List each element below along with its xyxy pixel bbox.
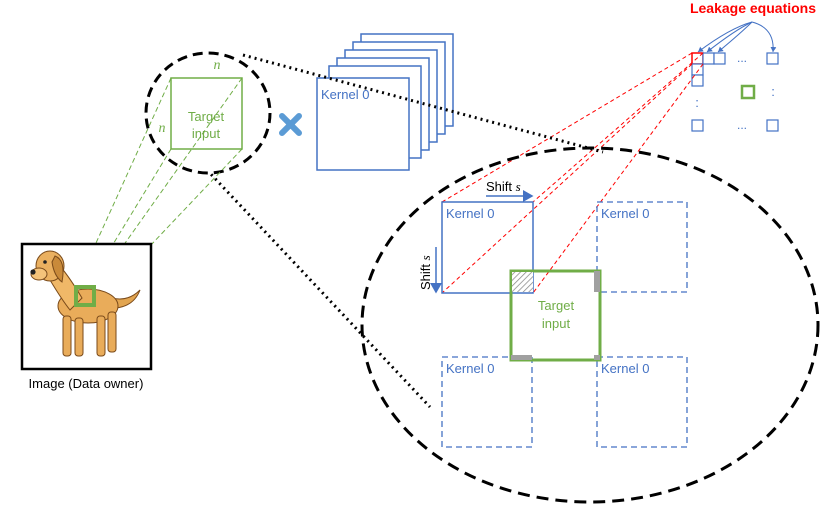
red-projection-lines <box>441 52 704 294</box>
kernel-front <box>316 77 410 171</box>
grid-cell <box>702 52 715 65</box>
overlap-gray-marks <box>511 271 600 360</box>
kernel-bottom-right <box>596 356 688 448</box>
kernel-stack <box>316 33 454 171</box>
kernel-label-tl: Kernel 0 <box>446 206 494 221</box>
zoom-circle-large <box>360 146 820 504</box>
dim-n-top: n <box>214 58 221 73</box>
shifted-kernels <box>441 201 688 448</box>
kernel-stack-label: Kernel 0 <box>321 87 369 102</box>
shift-h-label: Shift s <box>486 179 521 194</box>
overlap-hatch <box>512 272 533 292</box>
shift-v-label: Shift s <box>418 255 433 290</box>
zoom-circle-small <box>144 51 272 175</box>
kernel-label-br: Kernel 0 <box>601 361 649 376</box>
target-input-large <box>509 269 602 362</box>
kernel-label-bl: Kernel 0 <box>446 361 494 376</box>
target-small-line2: input <box>192 126 221 141</box>
leakage-equations-title: Leakage equations <box>690 0 816 16</box>
multiply-icon <box>279 113 302 136</box>
target-input-small <box>170 77 243 150</box>
grid-cell-target <box>740 84 756 100</box>
grid-cell <box>691 119 704 132</box>
grid-cell <box>766 119 779 132</box>
grid-cell <box>766 52 779 65</box>
target-large-line2: input <box>542 316 571 331</box>
grid-cell <box>713 52 726 65</box>
kernel-bottom-left <box>441 356 533 448</box>
grid-cell <box>691 74 704 87</box>
output-grid <box>691 52 779 132</box>
grid-ellipsis-bottom: ... <box>737 118 747 132</box>
dog-image <box>30 250 141 357</box>
grid-ellipsis-top: ... <box>737 51 747 65</box>
dog-target-box <box>74 285 96 307</box>
target-large-line1: Target <box>538 298 575 313</box>
leakage-arrows <box>697 21 777 53</box>
grid-ellipsis-left: : <box>695 95 699 110</box>
image-caption: Image (Data owner) <box>29 376 144 391</box>
zoom-lines <box>205 53 604 409</box>
kernel-top-left <box>441 201 534 294</box>
target-small-line1: Target <box>188 109 225 124</box>
kernel-label-tr: Kernel 0 <box>601 206 649 221</box>
dim-n-left: n <box>159 121 166 136</box>
grid-ellipsis-right: : <box>771 84 775 99</box>
kernel-top-right <box>596 201 688 293</box>
